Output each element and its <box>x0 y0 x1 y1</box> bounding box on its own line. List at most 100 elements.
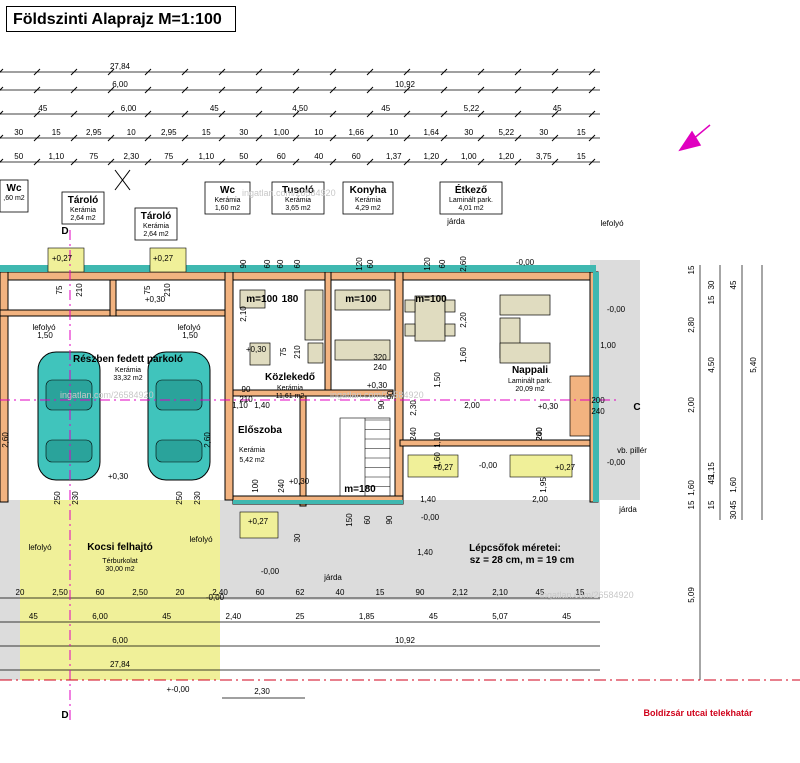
car-right <box>147 351 211 481</box>
dimension-tick <box>551 158 559 166</box>
label-m180: 180 <box>282 294 299 305</box>
dim-top-r5: 60 <box>352 152 361 161</box>
dimension-tick <box>477 110 485 118</box>
dim-inner: 240 <box>591 407 605 416</box>
room-name-kozlekedo: Közlekedő <box>265 372 315 383</box>
dimension-tick <box>514 110 522 118</box>
dim-right: 15 <box>687 265 696 274</box>
dimension-tick <box>366 158 374 166</box>
label-level: +0,30 <box>289 477 310 486</box>
dim-inner: 210 <box>75 283 84 297</box>
dim-inner: 2,10 <box>239 306 248 322</box>
label-telekhatar: Boldizsár utcai telekhatár <box>643 708 753 718</box>
dim-inner: 60 <box>438 259 447 268</box>
dim-bottom-r1: 20 <box>176 588 185 597</box>
label-lefolyo: lefolyó <box>189 535 213 544</box>
dimension-tick <box>218 68 226 76</box>
label-lepcso-values: sz = 28 cm, m = 19 cm <box>470 555 575 566</box>
room-name: Wc <box>7 183 22 194</box>
dim-bottom-r2: 25 <box>296 612 305 621</box>
dimension-tick <box>144 68 152 76</box>
top-dimension-ticks <box>0 68 596 166</box>
dimension-tick <box>477 134 485 142</box>
dim-bottom-r1: 2,50 <box>132 588 148 597</box>
dim-inner: 240 <box>373 363 387 372</box>
teal-insulation <box>0 265 599 504</box>
room-material: Kerámia <box>143 223 169 230</box>
dimension-tick <box>0 110 4 115</box>
dim-top-r5: 1,00 <box>461 152 477 161</box>
dimension-tick <box>292 110 300 118</box>
dimension-tick <box>292 158 300 166</box>
cross-marker-icon <box>114 169 131 191</box>
dim-bottom-r1: 90 <box>416 588 425 597</box>
dimension-tick <box>329 158 337 166</box>
room-material: Laminált park. <box>449 197 493 204</box>
dimension-tick <box>588 158 596 166</box>
dimension-tick <box>107 158 115 166</box>
dimension-tick <box>551 86 559 94</box>
dimension-tick <box>329 134 337 142</box>
dimension-tick <box>33 86 41 94</box>
dimension-tick <box>33 134 41 142</box>
dimension-tick <box>440 86 448 94</box>
section-marker-d: D <box>61 710 68 721</box>
dim-inner: 90 <box>385 515 394 524</box>
dimension-tick <box>403 86 411 94</box>
dim-inner: 90 <box>377 400 386 409</box>
dim-inner: 1,40 <box>417 548 433 557</box>
room-area: 1,60 m2 <box>215 205 240 212</box>
dim-inner: 120 <box>423 257 432 271</box>
dimension-tick <box>477 158 485 166</box>
dim-right: 2,80 <box>687 317 696 333</box>
dim-bottom-r1: 45 <box>536 588 545 597</box>
dimension-tick <box>514 134 522 142</box>
room-material: Kerámia <box>70 207 96 214</box>
dimension-tick <box>70 86 78 94</box>
dim-inner: 2,60 <box>459 256 468 272</box>
dim-top-r5: 1,20 <box>498 152 514 161</box>
dim-inner: 60 <box>366 259 375 268</box>
dim-inner: 230 <box>193 491 202 505</box>
room-material-nappali: Laminált park. <box>508 378 552 385</box>
dim-bottom-total: 27,84 <box>110 660 131 669</box>
dimension-tick <box>403 158 411 166</box>
dimension-tick <box>292 134 300 142</box>
dimension-tick <box>366 86 374 94</box>
dimension-tick <box>440 110 448 118</box>
dim-top-r2: 10,92 <box>395 80 416 89</box>
room-name: Tusoló <box>282 185 314 196</box>
bottom-dimension-lines <box>0 597 600 699</box>
room-area: 3,65 m2 <box>285 205 310 212</box>
dim-top-r4: 30 <box>539 128 548 137</box>
dim-bottom-r1: 2,12 <box>452 588 468 597</box>
dim-inner: 60 <box>263 259 272 268</box>
dim-top-r4: 10 <box>389 128 398 137</box>
dimension-tick <box>366 68 374 76</box>
dimension-tick <box>588 68 596 76</box>
dimension-tick <box>144 158 152 166</box>
dimension-tick <box>403 134 411 142</box>
room-name-eloszoba: Előszoba <box>238 425 282 436</box>
dim-inner: 2,20 <box>459 312 468 328</box>
dim-inner: 75 <box>55 285 64 294</box>
dimension-tick <box>551 110 559 118</box>
dim-right: 5,40 <box>749 357 758 373</box>
room-name: Konyha <box>350 185 387 196</box>
dim-right: 1,15 <box>707 462 716 478</box>
dim-right: 2,00 <box>687 397 696 413</box>
dim-bottom-r1: 62 <box>296 588 305 597</box>
label-level: -0,00 <box>607 458 626 467</box>
dimension-tick <box>107 86 115 94</box>
dim-inner: 2,60 <box>203 432 212 448</box>
dimension-tick <box>70 68 78 76</box>
room-area-nappali: 20,09 m2 <box>515 386 544 393</box>
label-level: +0,27 <box>248 517 269 526</box>
label-lefolyo: lefolyó <box>32 323 56 332</box>
dim-inner: 210 <box>239 395 253 404</box>
dimension-tick <box>0 68 4 73</box>
dimension-tick <box>366 110 374 118</box>
dim-bottom-r2: 5,07 <box>492 612 508 621</box>
dim-top-r4: 30 <box>464 128 473 137</box>
